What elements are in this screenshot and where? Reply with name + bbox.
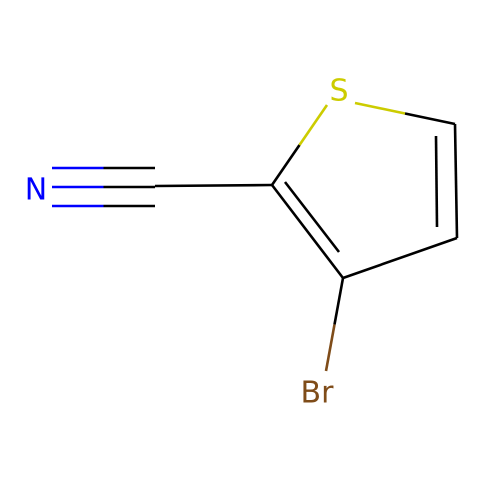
bond-c4-c3 bbox=[342, 236, 458, 280]
bond-s-c5-a bbox=[354, 101, 406, 115]
bond-c3-br-b bbox=[324, 324, 336, 372]
atom-bromine-label: Br bbox=[301, 376, 335, 411]
bond-c2-cn bbox=[154, 183, 273, 188]
bond-c5-c4 bbox=[453, 123, 459, 239]
bond-c3-c2 bbox=[270, 184, 345, 279]
atom-sulfur-label: S bbox=[329, 74, 348, 109]
bond-c2-s-b bbox=[298, 104, 329, 146]
bond-s-c5-b bbox=[404, 112, 456, 126]
bond-c2-s-a bbox=[270, 144, 301, 186]
bond-c3-c2-inner bbox=[283, 181, 341, 253]
bond-c3-br-a bbox=[333, 277, 345, 325]
atom-nitrogen-label: N bbox=[25, 173, 47, 208]
bonds bbox=[52, 101, 459, 372]
bond-c5-c4-inner bbox=[434, 135, 439, 228]
